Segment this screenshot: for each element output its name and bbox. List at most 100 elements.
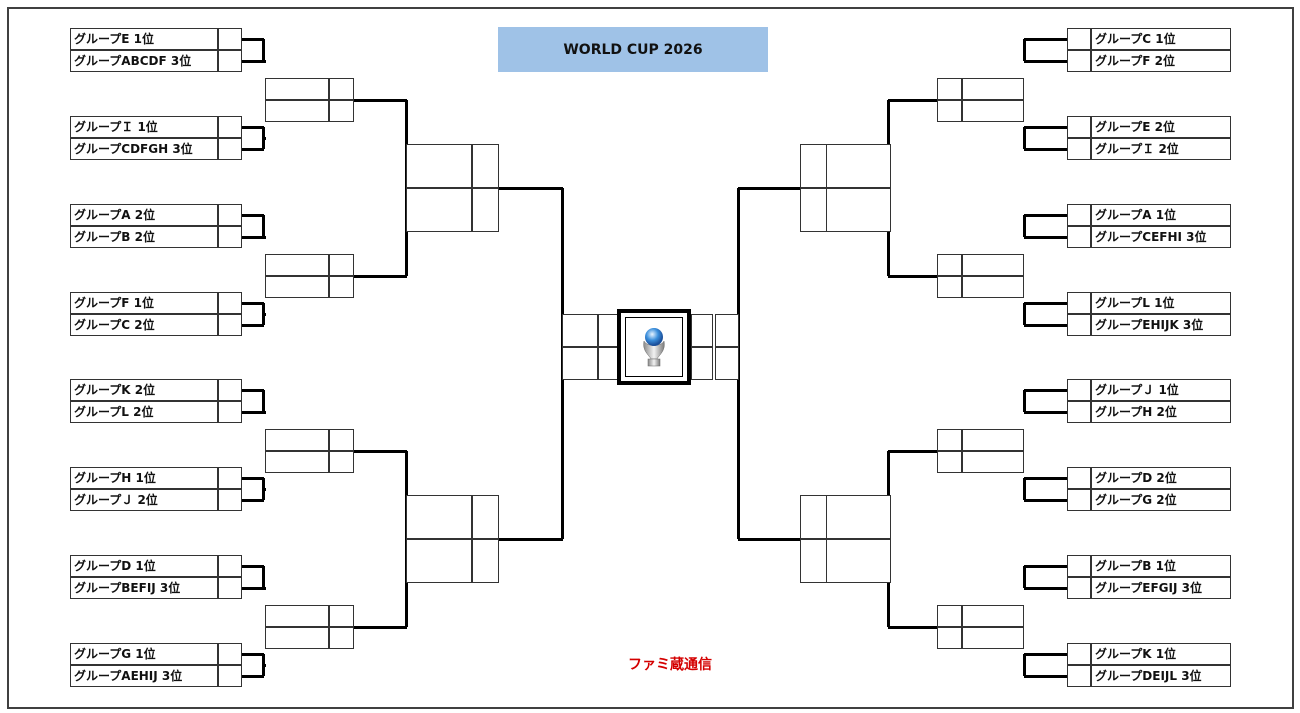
bracket-line: [242, 60, 264, 63]
team-cell: グループD 2位: [1091, 467, 1231, 489]
team-cell: グループF 1位: [70, 292, 218, 314]
quarterfinal-cell: [825, 187, 891, 232]
bracket-line: [1024, 587, 1068, 590]
score-cell: [218, 138, 242, 160]
bracket-line: [1024, 137, 1025, 140]
semifinal-score-cell: [691, 314, 713, 347]
bracket-line: [242, 236, 264, 239]
bracket-line: [263, 587, 266, 590]
bracket-line: [242, 302, 264, 305]
sheet-frame: [7, 7, 1294, 709]
team-cell: グループＪ 1位: [1091, 379, 1231, 401]
bracket-line: [888, 274, 938, 278]
quarterfinal-score-cell: [472, 494, 499, 539]
quarterfinal-cell: [406, 538, 472, 583]
bracket-line: [354, 625, 407, 629]
team-cell: グループDEIJL 3位: [1091, 665, 1231, 687]
team-cell: グループＪ 2位: [70, 489, 218, 511]
bracket-line: [1024, 477, 1068, 480]
round16-score-cell: [329, 253, 354, 276]
bracket-line: [262, 390, 265, 412]
team-cell: グループK 1位: [1091, 643, 1231, 665]
quarterfinal-score-cell: [800, 494, 827, 539]
team-cell: グループＩ 2位: [1091, 138, 1231, 160]
team-cell: グループL 1位: [1091, 292, 1231, 314]
team-cell: グループG 2位: [1091, 489, 1231, 511]
score-cell: [1067, 314, 1091, 336]
bracket-line: [263, 411, 266, 414]
score-cell: [218, 292, 242, 314]
team-cell: グループCDFGH 3位: [70, 138, 218, 160]
team-cell: グループG 1位: [70, 643, 218, 665]
round16-score-cell: [937, 77, 962, 100]
quarterfinal-score-cell: [800, 538, 827, 583]
score-cell: [218, 665, 242, 687]
score-cell: [218, 643, 242, 665]
bracket-line: [242, 499, 264, 502]
round16-score-cell: [937, 450, 962, 473]
bracket-line: [1023, 39, 1026, 61]
page-title: WORLD CUP 2026: [498, 27, 768, 72]
quarterfinal-score-cell: [472, 187, 499, 232]
bracket-line: [888, 625, 938, 629]
quarterfinal-score-cell: [800, 143, 827, 188]
bracket-line: [738, 186, 801, 190]
score-cell: [1067, 116, 1091, 138]
team-cell: グループAEHIJ 3位: [70, 665, 218, 687]
bracket-line: [242, 389, 264, 392]
score-cell: [218, 555, 242, 577]
bracket-line: [1024, 675, 1068, 678]
bracket-line: [1024, 236, 1025, 239]
bracket-line: [499, 537, 563, 541]
quarterfinal-score-cell: [800, 187, 827, 232]
round16-cell: [265, 275, 329, 298]
round16-score-cell: [937, 626, 962, 649]
bracket-line: [242, 587, 264, 590]
score-cell: [1067, 204, 1091, 226]
bracket-line: [262, 566, 265, 588]
team-cell: グループC 1位: [1091, 28, 1231, 50]
quarterfinal-cell: [825, 494, 891, 539]
team-cell: グループB 2位: [70, 226, 218, 248]
round16-cell: [962, 99, 1024, 122]
bracket-line: [1024, 411, 1025, 414]
score-cell: [1067, 577, 1091, 599]
score-cell: [218, 204, 242, 226]
team-cell: グループH 2位: [1091, 401, 1231, 423]
team-cell: グループD 1位: [70, 555, 218, 577]
bracket-line: [242, 565, 264, 568]
round16-score-cell: [329, 77, 354, 100]
quarterfinal-cell: [406, 143, 472, 188]
bracket-line: [1024, 488, 1025, 491]
score-cell: [1067, 292, 1091, 314]
round16-score-cell: [937, 253, 962, 276]
round16-score-cell: [329, 275, 354, 298]
bracket-line: [242, 126, 264, 129]
bracket-line: [263, 664, 266, 667]
score-cell: [218, 226, 242, 248]
bracket-line: [1023, 566, 1026, 588]
bracket-line: [1024, 664, 1025, 667]
bracket-line: [888, 449, 938, 453]
round16-cell: [265, 604, 329, 627]
bracket-line: [1024, 60, 1025, 63]
bracket-line: [1024, 565, 1068, 568]
score-cell: [1067, 226, 1091, 248]
team-cell: グループEFGIJ 3位: [1091, 577, 1231, 599]
team-cell: グループB 1位: [1091, 555, 1231, 577]
bracket-line: [1024, 236, 1068, 239]
round16-cell: [265, 99, 329, 122]
team-cell: グループL 2位: [70, 401, 218, 423]
score-cell: [218, 116, 242, 138]
round16-cell: [265, 428, 329, 451]
bracket-line: [1024, 148, 1068, 151]
round16-score-cell: [329, 604, 354, 627]
score-cell: [1067, 555, 1091, 577]
semifinal-cell: [562, 314, 598, 347]
round16-cell: [962, 253, 1024, 276]
bracket-line: [738, 537, 801, 541]
team-cell: グループABCDF 3位: [70, 50, 218, 72]
bracket-line: [1024, 324, 1068, 327]
round16-cell: [962, 77, 1024, 100]
